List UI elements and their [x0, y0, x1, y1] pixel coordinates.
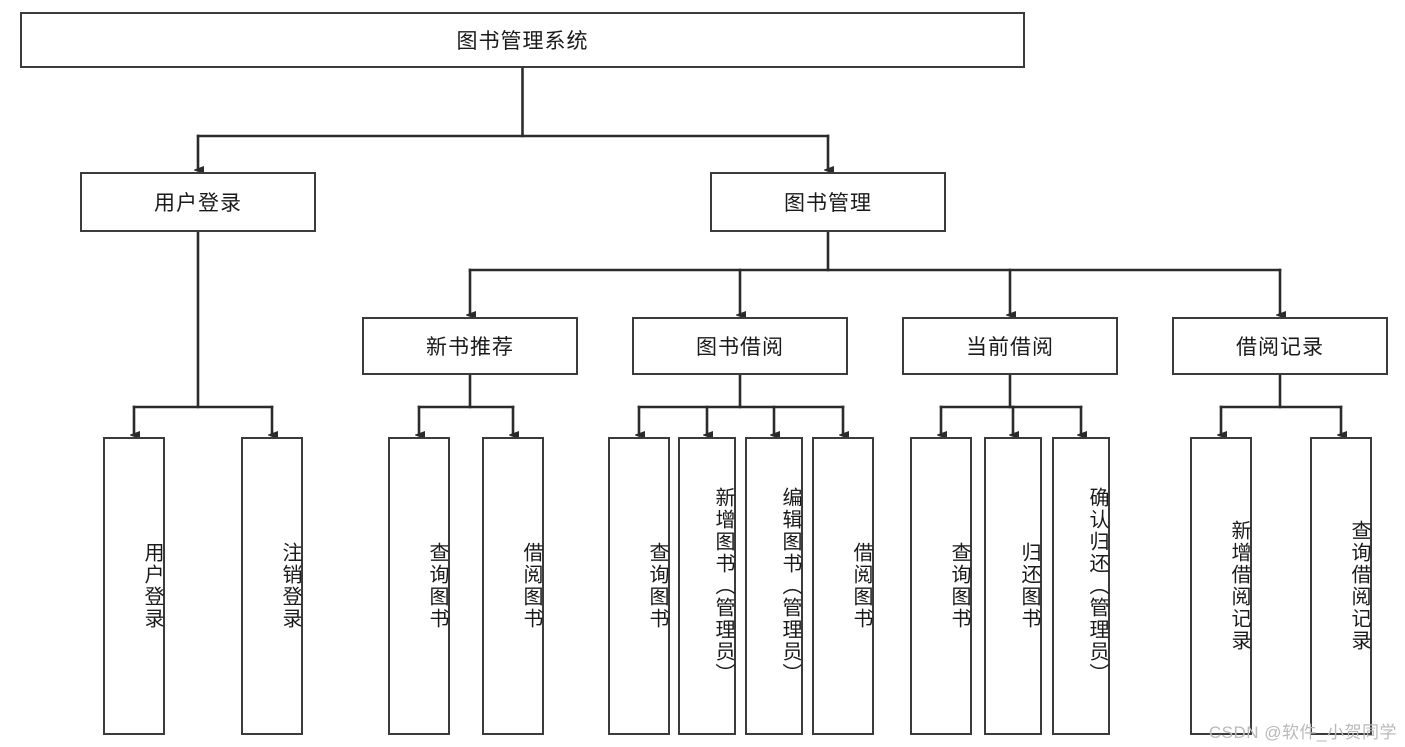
node-leaf-cur-2[interactable]: 归还图书: [984, 437, 1042, 735]
node-label: 用户登录: [141, 542, 163, 630]
node-current[interactable]: 当前借阅: [902, 317, 1118, 375]
node-label: 图书借阅: [696, 336, 784, 359]
node-leaf-login-1[interactable]: 用户登录: [103, 437, 165, 735]
node-leaf-bor-2[interactable]: 新增图书（管理员）: [678, 437, 736, 735]
node-label: 新书推荐: [426, 336, 514, 359]
node-leaf-login-2[interactable]: 注销登录: [241, 437, 303, 735]
node-label: 编辑图书（管理员）: [779, 487, 801, 685]
node-label: 新增借阅记录: [1228, 520, 1250, 652]
node-label: 查询图书: [948, 542, 970, 630]
node-leaf-rec-2[interactable]: 查询借阅记录: [1310, 437, 1372, 735]
node-leaf-rec-1[interactable]: 新增借阅记录: [1190, 437, 1252, 735]
node-label: 当前借阅: [966, 336, 1054, 359]
node-label: 归还图书: [1018, 542, 1040, 630]
node-borrow[interactable]: 图书借阅: [632, 317, 848, 375]
node-label: 查询图书: [426, 542, 448, 630]
node-leaf-cur-3[interactable]: 确认归还（管理员）: [1052, 437, 1110, 735]
node-label: 新增图书（管理员）: [712, 487, 734, 685]
node-label: 用户登录: [154, 192, 242, 215]
node-leaf-bor-3[interactable]: 编辑图书（管理员）: [745, 437, 803, 735]
node-label: 借阅图书: [850, 542, 872, 630]
node-login[interactable]: 用户登录: [80, 172, 316, 232]
node-label: 借阅图书: [520, 542, 542, 630]
node-label: 确认归还（管理员）: [1086, 487, 1108, 685]
node-label: 注销登录: [279, 542, 301, 630]
node-bookmgmt[interactable]: 图书管理: [710, 172, 946, 232]
node-leaf-bor-4[interactable]: 借阅图书: [812, 437, 874, 735]
node-leaf-cur-1[interactable]: 查询图书: [910, 437, 972, 735]
node-label: 图书管理系统: [456, 30, 589, 53]
node-newbook[interactable]: 新书推荐: [362, 317, 578, 375]
node-leaf-new-2[interactable]: 借阅图书: [482, 437, 544, 735]
node-leaf-new-1[interactable]: 查询图书: [388, 437, 450, 735]
node-label: 查询借阅记录: [1348, 520, 1370, 652]
node-leaf-bor-1[interactable]: 查询图书: [608, 437, 670, 735]
node-root[interactable]: 图书管理系统: [20, 12, 1025, 68]
node-label: 查询图书: [646, 542, 668, 630]
node-label: 图书管理: [784, 192, 872, 215]
node-label: 借阅记录: [1236, 336, 1324, 359]
node-records[interactable]: 借阅记录: [1172, 317, 1388, 375]
